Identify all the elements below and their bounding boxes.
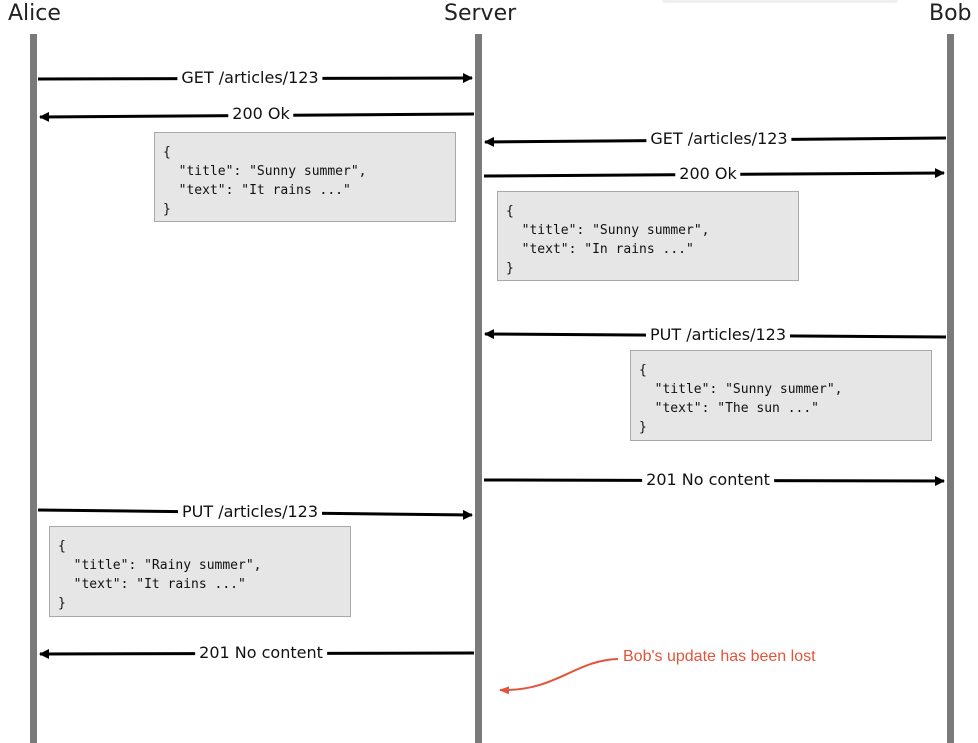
actor-server: Server [444, 1, 517, 26]
message-label: GET /articles/123 [177, 68, 323, 88]
payload-box-bob-put-body: { "title": "Sunny summer", "text": "The … [630, 350, 932, 441]
message-label: PUT /articles/123 [645, 325, 791, 345]
payload-line: } [506, 261, 514, 276]
annotation-pointer-arrow [499, 658, 619, 695]
payload-line: "text": "In rains ..." [506, 242, 694, 257]
payload-line: "title": "Rainy summer", [58, 558, 262, 573]
lifeline-server [475, 34, 482, 743]
payload-line: "title": "Sunny summer", [163, 164, 367, 179]
payload-line: "text": "It rains ..." [163, 183, 351, 198]
payload-line: } [58, 596, 66, 611]
message-label: 200 Ok [228, 104, 294, 124]
lost-update-annotation: Bob's update has been lost [623, 648, 816, 665]
payload-box-bob-get-response: { "title": "Sunny summer", "text": "In r… [497, 191, 799, 281]
message-label: 201 No content [642, 470, 774, 490]
payload-line: { [639, 363, 647, 378]
payload-line: } [639, 420, 647, 435]
lifeline-bob [947, 34, 954, 743]
lifeline-alice [30, 34, 37, 743]
actor-alice: Alice [8, 1, 61, 26]
top-scroll-indicator [662, 0, 898, 3]
payload-line: "title": "Sunny summer", [639, 382, 843, 397]
message-label: 200 Ok [675, 164, 741, 184]
message-label: PUT /articles/123 [177, 502, 323, 522]
payload-line: } [163, 202, 171, 217]
message-label: GET /articles/123 [646, 129, 792, 149]
payload-line: { [58, 539, 66, 554]
payload-line: "title": "Sunny summer", [506, 223, 710, 238]
payload-box-alice-get-response: { "title": "Sunny summer", "text": "It r… [154, 132, 456, 222]
message-label: 201 No content [195, 643, 327, 663]
actor-bob: Bob [929, 1, 972, 26]
payload-line: "text": "It rains ..." [58, 577, 246, 592]
payload-line: { [506, 204, 514, 219]
payload-line: "text": "The sun ..." [639, 401, 820, 416]
payload-box-alice-put-body: { "title": "Rainy summer", "text": "It r… [49, 526, 351, 617]
payload-line: { [163, 145, 171, 160]
